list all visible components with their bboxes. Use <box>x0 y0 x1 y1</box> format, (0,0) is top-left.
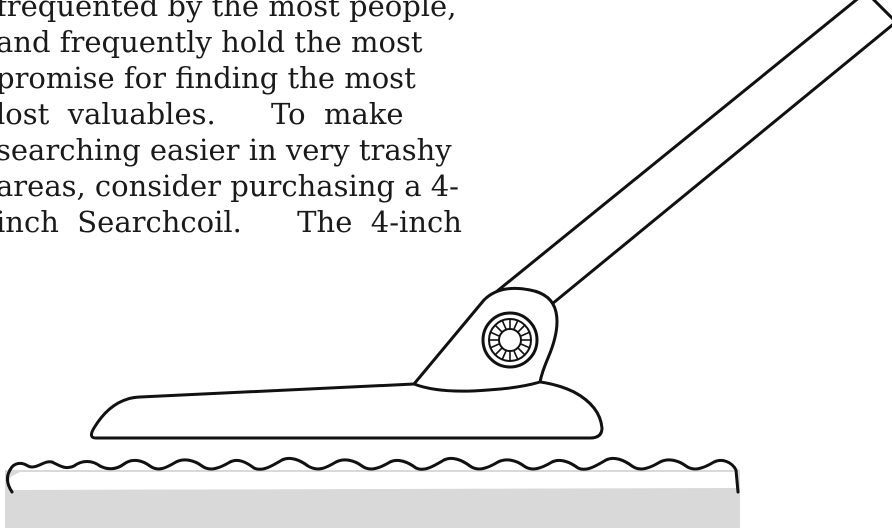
text-line: frequented by the most people, <box>0 0 457 23</box>
searchcoil <box>89 378 604 440</box>
ground-left-edge <box>5 468 14 494</box>
pivot-bolt <box>481 311 539 369</box>
text-line: inch Searchcoil. The 4-inch <box>0 205 462 239</box>
ground-surface <box>9 472 737 490</box>
detector-shaft <box>494 0 892 306</box>
ground-top-edge <box>8 456 740 494</box>
